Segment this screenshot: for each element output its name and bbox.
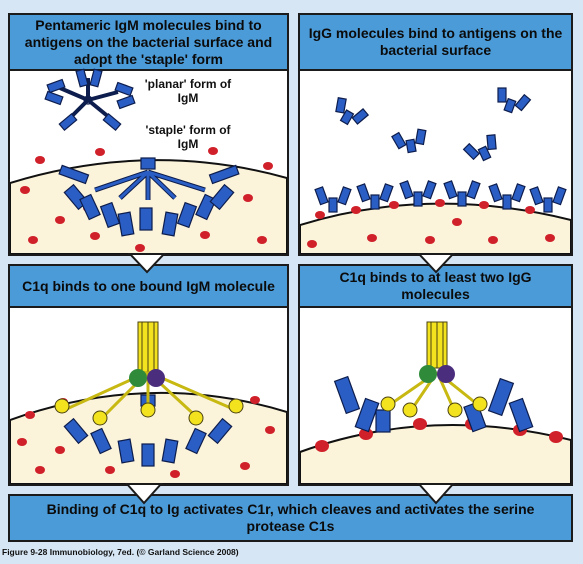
header-top-left-text: Pentameric IgM molecules bind to antigen… [24, 16, 273, 67]
surface-top-right [300, 180, 571, 254]
header-mid-left: C1q binds to one bound IgM molecule [8, 264, 289, 308]
header-mid-right-text: C1q binds to at least two IgG molecules [339, 269, 532, 302]
down-arrow-icons [124, 253, 456, 505]
surface-top-left [10, 147, 287, 254]
header-mid-right: C1q binds to at least two IgG molecules [298, 264, 573, 308]
header-top-left: Pentameric IgM molecules bind to antigen… [8, 13, 289, 71]
label-planar-igm: 'planar' form of IgM [144, 77, 232, 105]
header-bottom-text: Binding of C1q to Ig activates C1r, whic… [46, 501, 535, 534]
header-top-right: IgG molecules bind to antigens on the ba… [298, 13, 573, 71]
c1q-bouquet-icon-right [380, 321, 488, 418]
planar-igm-icon [44, 68, 136, 132]
header-mid-left-text: C1q binds to one bound IgM molecule [22, 277, 275, 294]
header-bottom: Binding of C1q to Ig activates C1r, whic… [8, 494, 573, 542]
surface-mid-left [10, 391, 287, 484]
header-top-right-text: IgG molecules bind to antigens on the ba… [308, 25, 563, 58]
surface-mid-right [300, 370, 571, 484]
staple-igm-icon [58, 157, 240, 237]
figure-caption: Figure 9-28 Immunobiology, 7ed. (© Garla… [2, 547, 239, 557]
free-igg-icons [335, 87, 532, 162]
c1q-bound-igg [333, 375, 534, 433]
bound-igg-row [314, 180, 567, 213]
label-staple-igm: 'staple' form of IgM [145, 123, 231, 151]
c1q-bouquet-icon-left [54, 321, 244, 426]
